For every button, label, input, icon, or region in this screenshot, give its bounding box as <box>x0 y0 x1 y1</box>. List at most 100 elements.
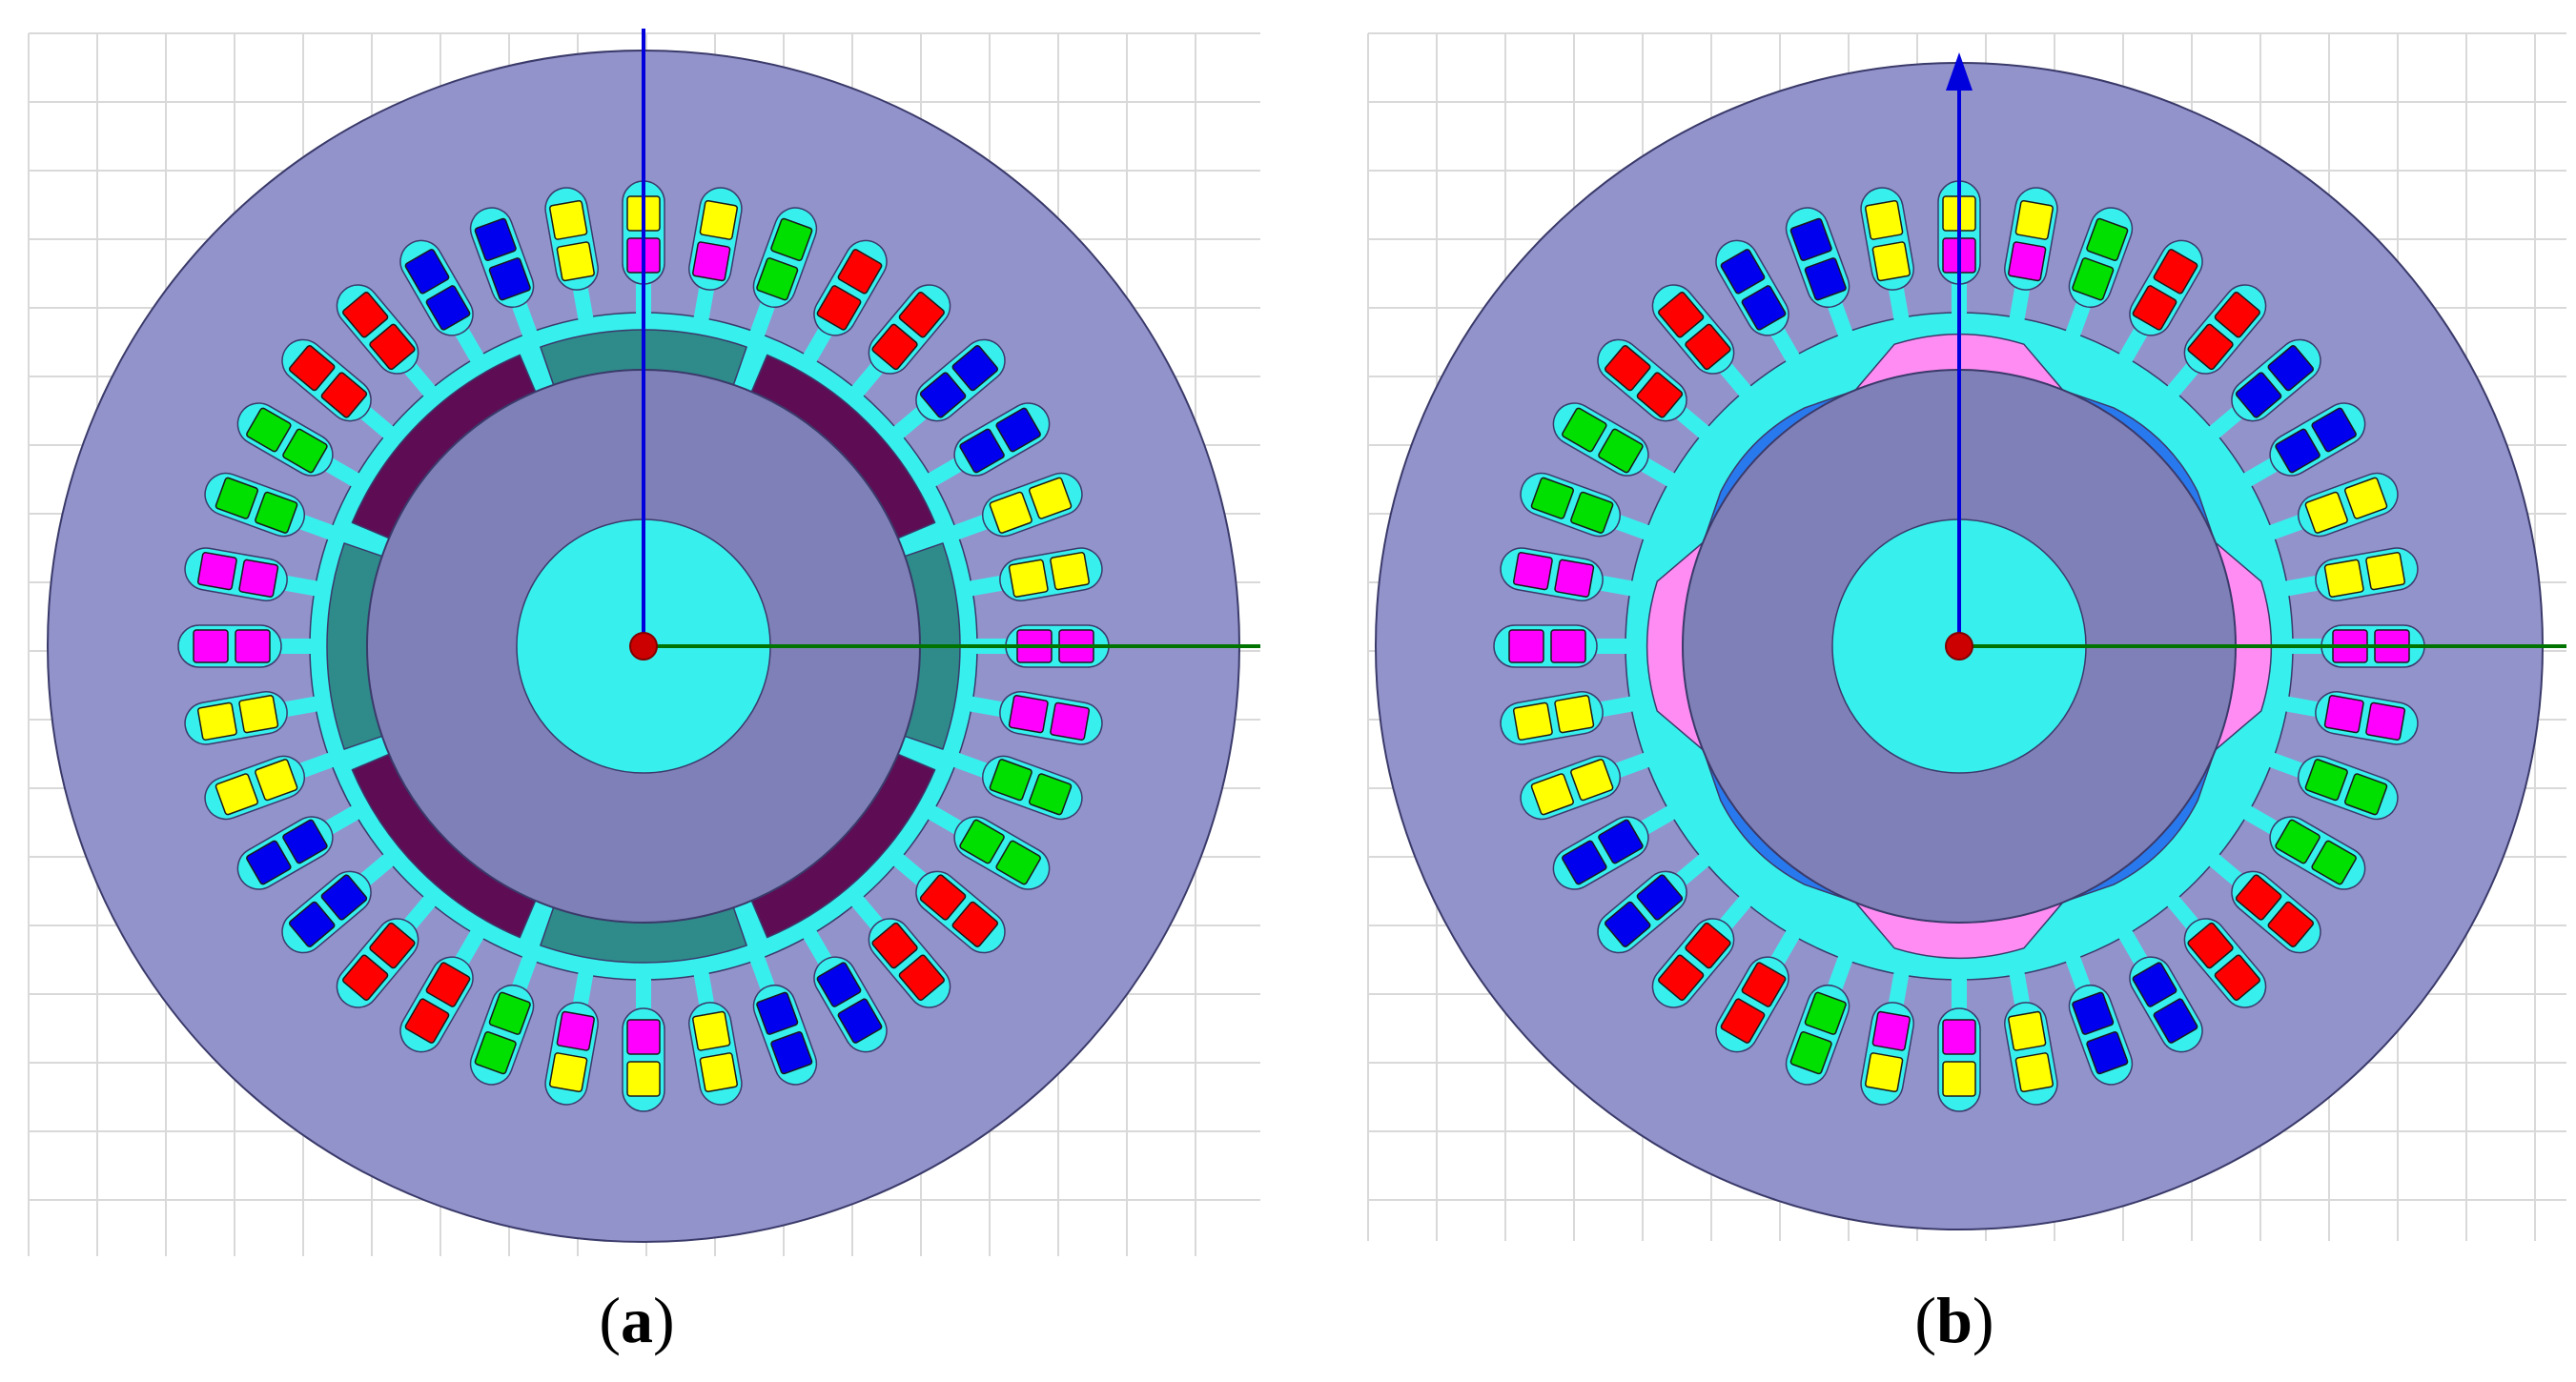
winding-coil <box>288 345 336 392</box>
slot-opening <box>1888 964 1911 1009</box>
winding-coil <box>1865 199 1904 240</box>
winding-coil <box>1050 552 1091 591</box>
slot-opening <box>2008 283 2031 329</box>
winding-coil <box>626 1061 661 1097</box>
winding-coil <box>1942 1061 1976 1097</box>
winding-coil <box>255 759 298 802</box>
winding-coil <box>626 1019 661 1055</box>
origin-marker <box>1945 632 1973 661</box>
stator-slot <box>177 624 319 668</box>
winding-coil <box>2132 962 2177 1007</box>
winding-coil <box>692 241 731 282</box>
winding-coil <box>1598 819 1644 864</box>
slot-opening <box>799 324 834 370</box>
slot-opening <box>1768 324 1804 370</box>
stator-slot <box>2236 802 2366 890</box>
slot-opening <box>799 923 834 968</box>
slot-opening <box>510 947 541 994</box>
winding-coil <box>2267 901 2315 947</box>
slot-opening <box>2260 513 2307 543</box>
slot-opening <box>453 923 488 968</box>
panel-b-motor-diagram <box>1367 32 2566 1241</box>
stator-slot <box>1597 338 1716 444</box>
winding-coil <box>1554 559 1595 598</box>
slot-opening <box>945 749 992 780</box>
winding-coil <box>549 199 588 240</box>
winding-coil <box>1530 477 1575 519</box>
stator-slot <box>281 848 400 954</box>
stator-slot <box>920 402 1051 491</box>
winding-coil <box>2323 559 2364 598</box>
stator-slot <box>846 889 951 1008</box>
winding-coil <box>425 962 471 1007</box>
slot-opening <box>2161 889 2201 933</box>
slot-opening <box>2202 404 2246 444</box>
slot-opening <box>2062 298 2093 345</box>
caption-letter-b: b <box>1936 1284 1973 1356</box>
winding-coil <box>692 1010 731 1051</box>
winding-coil <box>369 922 416 969</box>
slot-opening <box>1611 749 1658 780</box>
winding-coil <box>2014 199 2054 240</box>
stator-slot <box>544 187 599 329</box>
stator-slot <box>2115 923 2203 1053</box>
winding-coil <box>1685 922 1731 969</box>
slot-opening <box>920 802 966 837</box>
winding-coil <box>2235 874 2282 921</box>
slot-opening <box>746 298 777 345</box>
winding-coil <box>1008 559 1049 598</box>
winding-coil <box>1658 291 1705 338</box>
slot-opening <box>920 456 966 491</box>
slot-opening <box>296 513 342 543</box>
slot-opening <box>692 283 715 329</box>
winding-coil <box>2343 773 2388 816</box>
winding-coil <box>1741 285 1787 331</box>
winding-coil <box>2323 695 2364 734</box>
stator-slot <box>920 802 1051 890</box>
winding-coil <box>404 998 450 1044</box>
winding-coil <box>959 428 1005 474</box>
slot-opening <box>1596 695 1642 718</box>
winding-coil <box>989 491 1032 534</box>
slot-opening <box>280 695 326 718</box>
winding-coil <box>995 840 1041 885</box>
winding-coil <box>196 552 237 591</box>
winding-coil <box>474 217 517 262</box>
winding-coil <box>196 701 237 741</box>
winding-coil <box>1804 991 1847 1035</box>
slot-opening <box>357 404 400 444</box>
winding-coil <box>1512 701 1553 741</box>
stator-slot <box>1552 802 1683 890</box>
winding-coil <box>1570 491 1614 534</box>
stator-slot <box>184 691 326 745</box>
winding-coil <box>951 901 999 947</box>
slot-opening <box>846 359 886 403</box>
slot-opening <box>1888 283 1911 329</box>
slot-opening <box>357 848 400 888</box>
stator-slot <box>2277 547 2419 601</box>
winding-coil <box>2275 819 2320 864</box>
slot-opening <box>2260 749 2307 780</box>
winding-coil <box>1804 257 1847 301</box>
stator-slot <box>2202 338 2321 444</box>
winding-coil <box>1685 323 1731 371</box>
winding-coil <box>2343 477 2388 519</box>
winding-coil <box>556 241 595 282</box>
stator-slot <box>236 802 367 890</box>
winding-coil <box>2014 1052 2054 1093</box>
stator-slot <box>2004 964 2058 1106</box>
stator-slot <box>2161 284 2267 403</box>
stator-slot <box>1651 284 1757 403</box>
stator-slot <box>1785 207 1856 345</box>
panel-a-motor-diagram <box>28 29 1260 1256</box>
stator-slot <box>1651 889 1757 1008</box>
slot-opening <box>961 695 1007 718</box>
stator-slot <box>1520 749 1658 821</box>
winding-coil <box>756 991 799 1035</box>
winding-coil <box>2008 1010 2047 1051</box>
caption-letter-a: a <box>621 1284 653 1356</box>
stator-slot <box>184 547 326 601</box>
winding-coil <box>1720 998 1766 1044</box>
slot-opening <box>2277 575 2322 598</box>
winding-coil <box>756 257 799 301</box>
